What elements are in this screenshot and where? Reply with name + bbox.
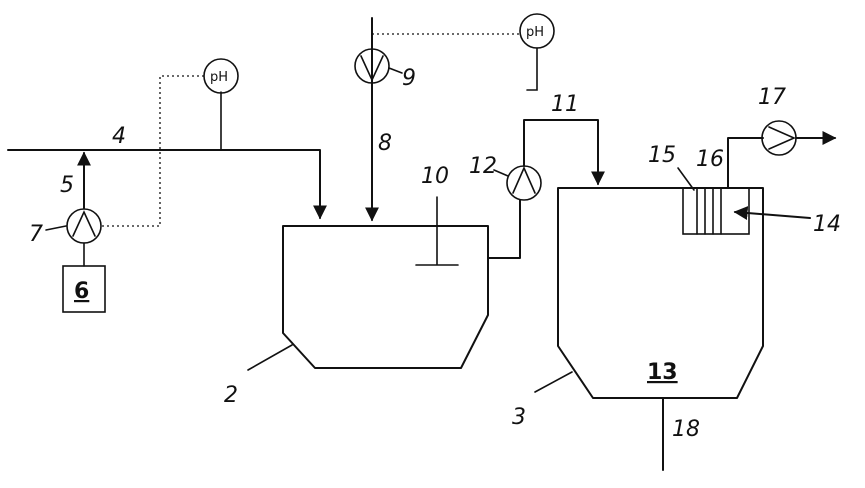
label-13: 13 <box>647 360 678 385</box>
label-18: 18 <box>672 417 700 442</box>
vessel-6 <box>62 265 106 313</box>
leader-2 <box>247 344 293 371</box>
pump-9-symbol <box>360 55 384 82</box>
pump-9 <box>354 48 390 84</box>
leader-9 <box>388 67 403 74</box>
feed-line-4 <box>7 149 327 220</box>
control-line-ph1-pump7 <box>100 75 204 227</box>
vessel-2 <box>282 225 489 369</box>
label-5: 5 <box>60 173 74 198</box>
label-10: 10 <box>421 164 449 189</box>
label-9: 9 <box>402 66 416 91</box>
label-12: 12 <box>469 154 497 179</box>
line-11-upper <box>523 119 605 186</box>
module-14 <box>682 187 750 235</box>
label-11: 11 <box>551 92 579 117</box>
ph-sensor-1-label: pH <box>210 70 228 85</box>
label-16: 16 <box>696 147 724 172</box>
pump-17 <box>761 120 797 156</box>
arrow-14 <box>733 206 811 220</box>
label-2: 2 <box>224 383 238 408</box>
ph-sensor-2-tap <box>526 47 538 91</box>
label-4: 4 <box>112 124 126 149</box>
membranes-15 <box>696 187 722 235</box>
label-3: 3 <box>512 405 526 430</box>
label-15: 15 <box>648 143 676 168</box>
ph-sensor-2-label: pH <box>526 25 544 40</box>
pump-12 <box>506 165 542 201</box>
label-8: 8 <box>378 131 392 156</box>
pump-7-symbol <box>72 210 96 237</box>
label-14: 14 <box>813 212 841 237</box>
leader-12 <box>493 169 509 177</box>
leader-7 <box>45 225 67 231</box>
label-7: 7 <box>29 222 43 247</box>
line-11 <box>487 199 521 259</box>
pump-17-symbol <box>768 126 796 150</box>
line-16 <box>727 137 764 189</box>
leader-3 <box>534 371 573 393</box>
leader-15 <box>677 167 695 191</box>
vessel-3 <box>557 187 764 399</box>
label-6: 6 <box>74 279 89 304</box>
agitator-10 <box>415 196 459 266</box>
pump-7 <box>66 208 102 244</box>
pump-12-symbol <box>512 166 536 194</box>
label-17: 17 <box>758 85 786 110</box>
